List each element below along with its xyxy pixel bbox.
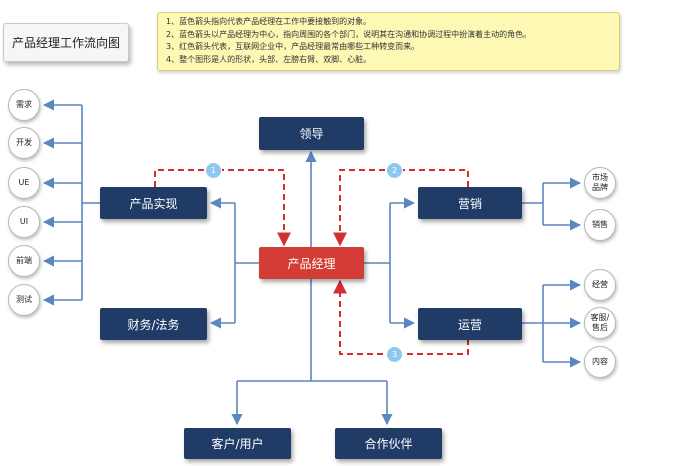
badge-2: 2: [386, 162, 403, 179]
operations-item-business: 经营: [584, 269, 616, 301]
node-product-manager: 产品经理: [259, 247, 364, 279]
node-leader: 领导: [259, 117, 364, 150]
left-item-ui: UI: [8, 206, 40, 238]
note-line: 1、蓝色箭头指向代表产品经理在工作中要接触到的对象。: [166, 17, 372, 26]
marketing-item-sales: 销售: [584, 209, 616, 241]
legend-note: 1、蓝色箭头指向代表产品经理在工作中要接触到的对象。 2、蓝色箭头以产品经理为中…: [157, 12, 620, 71]
node-marketing: 营销: [418, 187, 522, 219]
red-arrow-marketing-to-pm: [333, 169, 469, 247]
operations-item-service: 客服/售后: [584, 307, 616, 339]
operations-item-content: 内容: [584, 346, 616, 378]
diagram-title: 产品经理工作流向图: [3, 23, 129, 62]
marketing-item-brand: 市场品牌: [584, 167, 616, 199]
note-line: 4、整个图形是人的形状，头部、左膀右臂、双脚、心脏。: [166, 54, 372, 64]
left-item-requirement: 需求: [8, 89, 40, 121]
node-partner: 合作伙伴: [335, 428, 442, 459]
badge-1: 1: [205, 162, 222, 179]
node-product-implementation: 产品实现: [100, 187, 207, 219]
node-finance-legal: 财务/法务: [100, 308, 207, 340]
node-operations: 运营: [418, 308, 522, 340]
left-item-frontend: 前端: [8, 245, 40, 277]
node-customer-user: 客户/用户: [184, 428, 291, 459]
note-line: 2、蓝色箭头以产品经理为中心，指向周围的各个部门，说明其在沟通和协调过程中扮演着…: [166, 29, 532, 39]
left-item-testing: 测试: [8, 284, 40, 316]
note-line: 3、红色箭头代表，互联网企业中，产品经理最常由哪些工种转变而来。: [166, 42, 420, 51]
badge-3: 3: [386, 346, 403, 363]
left-item-development: 开发: [8, 127, 40, 159]
left-item-ue: UE: [8, 167, 40, 199]
